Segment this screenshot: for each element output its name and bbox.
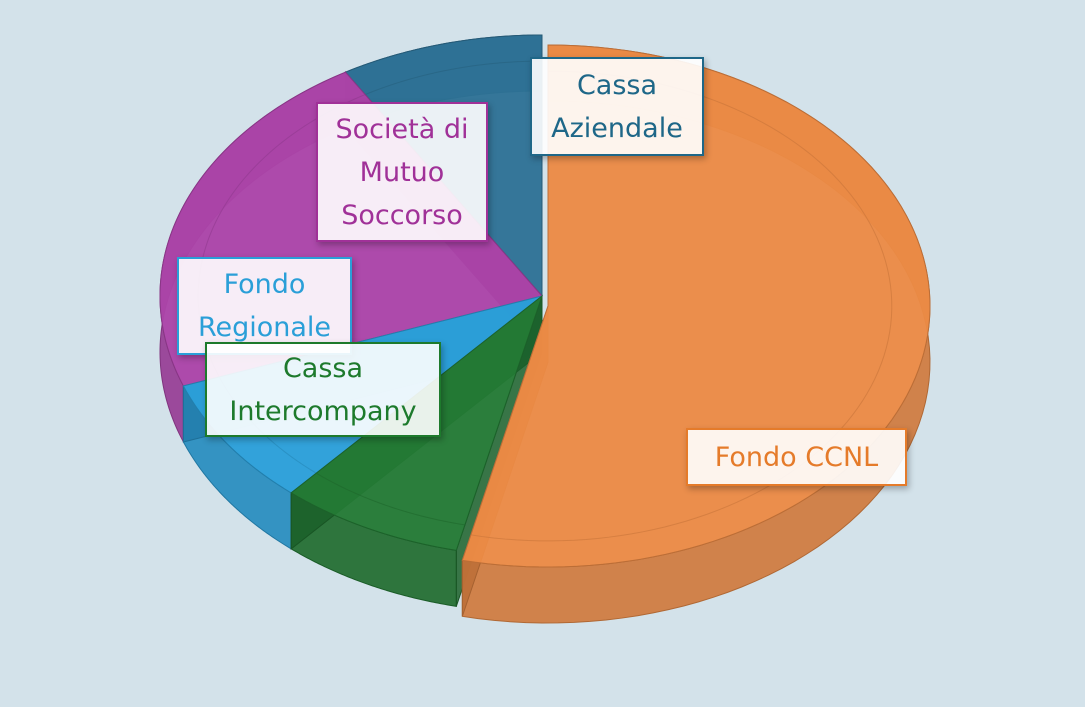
label-fondo-regionale: Fondo Regionale: [177, 257, 352, 355]
slice-rim-3: [316, 472, 465, 526]
label-cassa-intercompany: Cassa Intercompany: [205, 342, 441, 437]
slice-rim-4: [470, 70, 893, 542]
label-societa-mutuo-soccorso: Società di Mutuo Soccorso: [316, 102, 488, 242]
label-cassa-aziendale: Cassa Aziendale: [530, 57, 704, 156]
label-fondo-ccnl: Fondo CCNL: [686, 428, 907, 486]
slice-rim-0: [364, 60, 543, 96]
